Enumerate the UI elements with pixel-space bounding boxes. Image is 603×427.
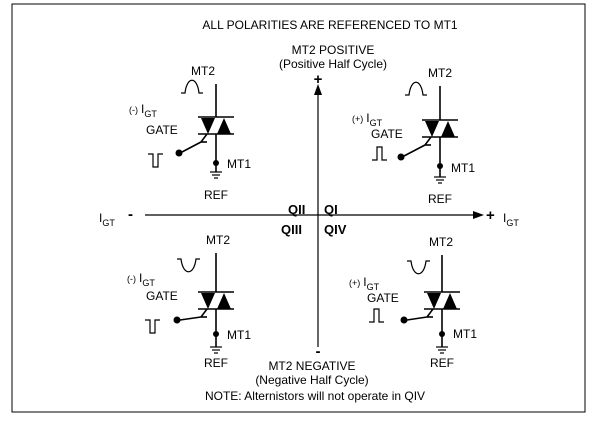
positive-gate-pulse-icon — [372, 146, 387, 161]
mt1-label: MT1 — [451, 161, 475, 175]
quadrant-ii-circuit: MT2 (-)IGT GATE MT1 REF — [129, 64, 251, 202]
horizontal-axis — [145, 211, 484, 219]
diagram-border — [11, 3, 586, 413]
gate-terminal-dot — [175, 149, 183, 157]
triac-diode-icon — [201, 293, 215, 309]
note-text: NOTE: Alternistors will not operate in Q… — [205, 389, 425, 403]
right-plus-sign: + — [486, 207, 495, 224]
gate-terminal-dot — [173, 316, 181, 324]
gate-terminal-dot — [400, 316, 408, 324]
gate-label: GATE — [146, 123, 178, 137]
gate-label: GATE — [146, 289, 178, 303]
mt1-label: MT1 — [227, 157, 251, 171]
mt2-negative-sub: (Negative Half Cycle) — [255, 373, 368, 387]
mt2-positive-label: MT2 POSITIVE — [292, 43, 375, 57]
mt1-terminal-dot — [213, 331, 219, 337]
triac-diode-icon — [425, 121, 439, 137]
mt1-terminal-dot — [437, 163, 443, 169]
quadrant-ii-label: QII — [288, 202, 305, 217]
right-igt-label: IGT — [503, 211, 519, 228]
mt1-label: MT1 — [453, 327, 477, 341]
mt1-terminal-dot — [439, 331, 445, 337]
triac-diode-icon — [443, 293, 457, 309]
negative-gate-pulse-icon — [145, 319, 160, 334]
header-title: ALL POLARITIES ARE REFERENCED TO MT1 — [202, 18, 458, 32]
left-igt-label: IGT — [99, 211, 115, 228]
igt-polarity-label: (-)IGT — [129, 102, 157, 119]
mt2-positive-pulse-icon — [405, 81, 427, 96]
ref-label: REF — [428, 192, 452, 206]
positive-gate-pulse-icon — [369, 308, 384, 323]
mt2-label: MT2 — [429, 235, 453, 249]
vertical-axis — [314, 84, 322, 347]
left-minus-sign: - — [128, 206, 133, 223]
negative-gate-pulse-icon — [148, 153, 163, 168]
triac-diode-icon — [217, 118, 231, 134]
mt2-label: MT2 — [428, 66, 452, 80]
mt2-negative-pulse-icon — [177, 258, 200, 273]
top-plus-sign: + — [314, 71, 323, 88]
triac-diode-icon — [427, 293, 441, 309]
mt2-positive-pulse-icon — [181, 79, 203, 94]
mt2-label: MT2 — [191, 64, 215, 78]
bottom-minus-sign: - — [316, 343, 321, 360]
mt2-negative-label: MT2 NEGATIVE — [268, 359, 355, 373]
mt2-label: MT2 — [206, 233, 230, 247]
quadrant-i-circuit: MT2 (+)IGT GATE MT1 REF — [352, 66, 475, 206]
ref-label: REF — [204, 356, 228, 370]
igt-polarity-label: (+)IGT — [352, 111, 383, 128]
quadrant-iv-circuit: MT2 (+)IGT GATE MT1 REF — [349, 235, 477, 370]
mt2-negative-pulse-icon — [407, 260, 430, 275]
triac-diode-icon — [441, 121, 455, 137]
mt1-terminal-dot — [213, 160, 219, 166]
gate-label: GATE — [367, 291, 399, 305]
gate-label: GATE — [371, 127, 403, 141]
igt-polarity-label: (+)IGT — [349, 275, 380, 292]
igt-polarity-label: (-)IGT — [127, 271, 155, 288]
ref-label: REF — [430, 356, 454, 370]
triac-diode-icon — [217, 293, 231, 309]
mt2-positive-sub: (Positive Half Cycle) — [279, 57, 387, 71]
quadrant-iii-circuit: MT2 (-)IGT GATE MT1 REF — [127, 233, 251, 370]
ref-label: REF — [204, 188, 228, 202]
quadrant-i-label: QI — [324, 202, 338, 217]
gate-terminal-dot — [397, 153, 405, 161]
mt1-label: MT1 — [227, 328, 251, 342]
quadrant-iv-label: QIV — [324, 222, 347, 237]
quadrant-iii-label: QIII — [281, 222, 302, 237]
triac-diode-icon — [201, 118, 215, 134]
